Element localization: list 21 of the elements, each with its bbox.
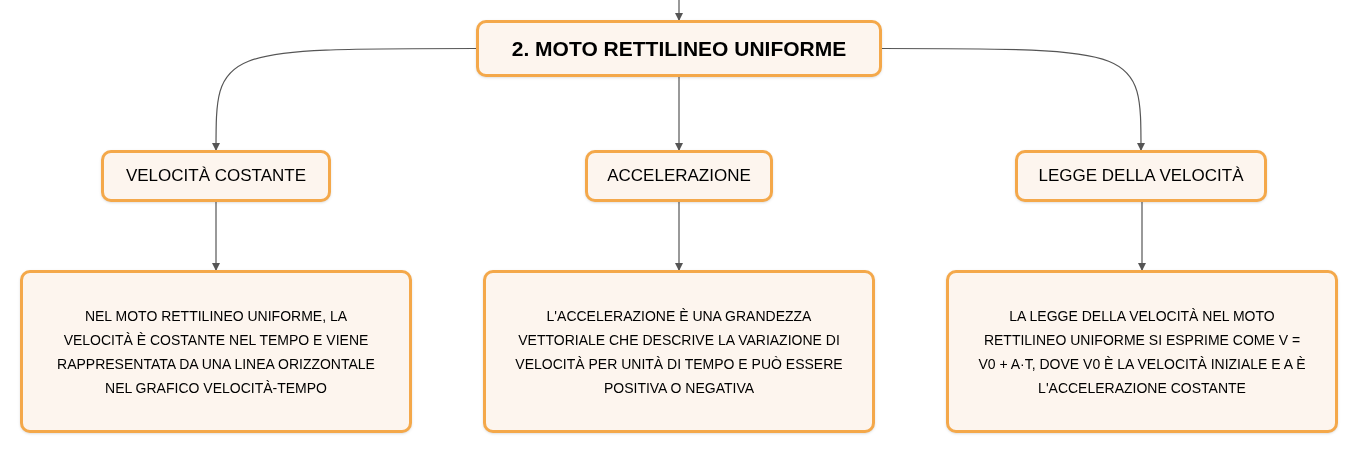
node-text: 2. MOTO RETTILINEO UNIFORME [511,35,847,62]
topic-box [101,150,331,202]
topic-box [585,150,773,202]
connector-arrow [675,76,683,151]
node-text: L'ACCELERAZIONE È UNA GRANDEZZA VETTORIALE CHE DESCRIVE LA VARIAZIONE DI VELOCITÀ PER UNITÀ DI TEMPO E PUÒ ESSERE POSITIVA O NEGATIVA [514,306,844,398]
connector-arrow [212,47,477,151]
topic-box [1015,150,1267,202]
connector-arrow [212,201,220,271]
node-text: LEGGE DELLA VELOCITÀ [1038,165,1244,188]
node-text: NEL MOTO RETTILINEO UNIFORME, LA VELOCITÀ È COSTANTE NEL TEMPO E VIENE RAPPRESENTATA DA UNA LINEA ORIZZONTALE NEL GRAFICO VELOCITÀ-TEMPO [56,306,376,398]
description-box [20,270,412,433]
node-text: VELOCITÀ COSTANTE [125,165,307,188]
node-text: ACCELERAZIONE [607,165,751,188]
connector-arrow [1138,201,1146,271]
connector-arrow [675,201,683,271]
description-box [483,270,875,433]
description-box [946,270,1338,433]
connector-arrow [675,0,683,21]
connector-arrow [881,47,1145,151]
title-box [476,20,882,77]
node-text: LA LEGGE DELLA VELOCITÀ NEL MOTO RETTILINEO UNIFORME SI ESPRIME COME V = V0 + A·T, DOVE V0 È LA VELOCITÀ INIZIALE E A È L'ACCELERAZIONE COSTANTE [977,306,1307,398]
